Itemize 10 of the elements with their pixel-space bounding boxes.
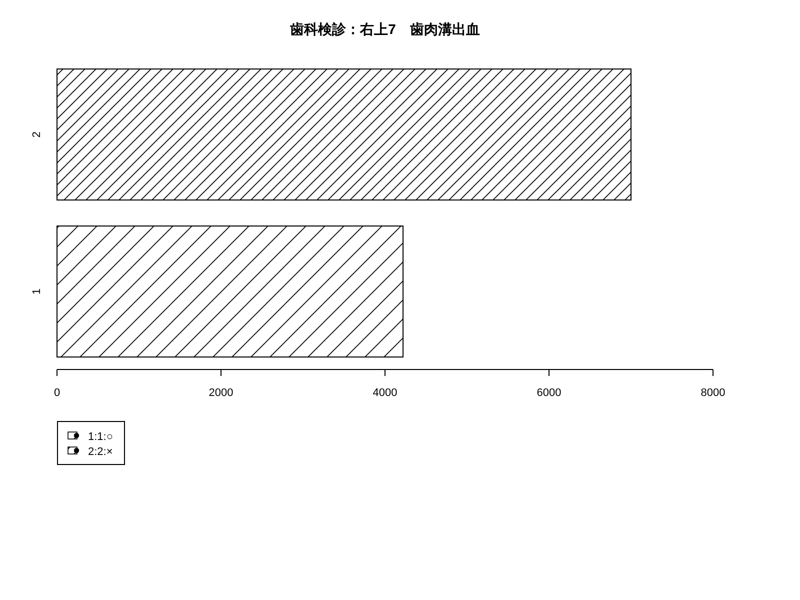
legend-label: 2:2:×	[88, 446, 113, 458]
tick-label: 4000	[372, 387, 398, 399]
chart-title: 歯科検診：右上7 歯肉溝出血	[290, 21, 480, 37]
category-label: 2	[31, 131, 43, 138]
tick-label: 6000	[536, 387, 562, 399]
tick-label: 2000	[208, 387, 234, 399]
category-label: 1	[31, 288, 43, 295]
legend-label: 1:1:○	[88, 431, 113, 443]
tick-label: 8000	[700, 387, 726, 399]
tick-label: 0	[54, 387, 60, 399]
